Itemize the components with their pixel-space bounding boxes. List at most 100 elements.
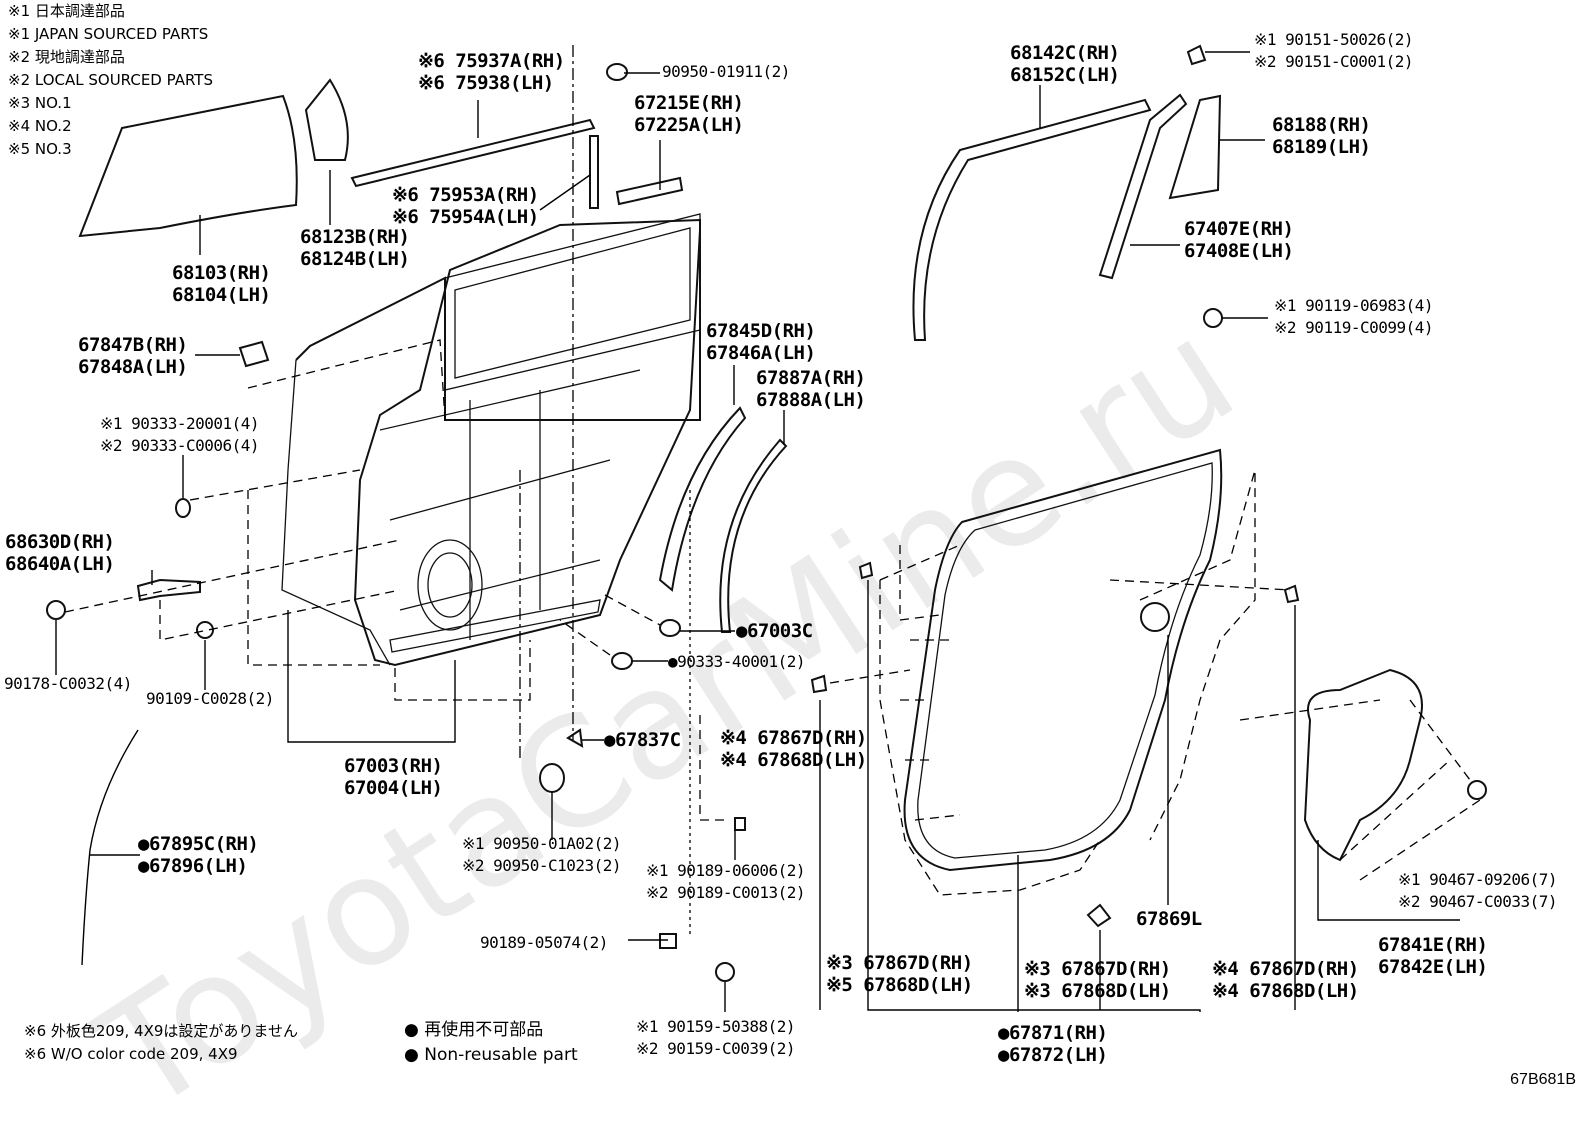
label-68630-rh: 68630D(RH) [5, 531, 115, 553]
label-68188-rh: 68188(RH) [1272, 114, 1371, 136]
legend-non-reusable-en: ● Non-reusable part [404, 1045, 578, 1065]
bolt-90119 [1203, 308, 1223, 328]
label-67867d-s33-lh: ※3 67868D(LH) [1024, 980, 1171, 1002]
plug-90333-40001 [611, 652, 633, 670]
label-90333-40001: ●90333-40001(2) [668, 652, 806, 671]
label-67407-rh: 67407E(RH) [1184, 218, 1294, 240]
figure-id: 67B681B [1510, 1071, 1576, 1088]
note-4: ※4 NO.2 [8, 117, 72, 135]
label-67845-rh: 67845D(RH) [706, 320, 816, 342]
exploded-parts-diagram [46, 44, 1487, 1012]
label-90159-c0039: ※2 90159-C0039(2) [636, 1039, 796, 1058]
label-67837c: ●67837C [604, 729, 681, 751]
label-90950-01a02: ※1 90950-01A02(2) [462, 834, 622, 853]
label-68123-lh: 68124B(LH) [300, 248, 410, 270]
note-5: ※5 NO.3 [8, 140, 72, 158]
label-67847-lh: 67848A(LH) [78, 356, 188, 378]
cushion-67837C [566, 728, 584, 748]
run-channel-bracket [615, 176, 684, 206]
stopper-67003C [659, 619, 681, 637]
label-90151-c0001: ※2 90151-C0001(2) [1254, 52, 1414, 71]
nut-90189 [734, 817, 746, 831]
hole-plug-90333 [175, 498, 191, 518]
clip-67867-top [858, 561, 874, 580]
label-75937-lh: ※6 75938(LH) [418, 72, 554, 94]
label-67845-lh: 67846A(LH) [706, 342, 816, 364]
quarter-glass [304, 78, 349, 161]
run-seal-68142 [912, 98, 1152, 341]
label-90333-20001: ※1 90333-20001(4) [100, 414, 260, 433]
label-75937-rh: ※6 75937A(RH) [418, 50, 565, 72]
nut-90189-05074 [659, 933, 677, 949]
door-weatherstrip-67871 [903, 448, 1223, 872]
label-67867d-s33-rh: ※3 67867D(RH) [1024, 958, 1171, 980]
guide-lines [64, 45, 1481, 935]
bolt-90109 [196, 621, 214, 639]
label-90467-09206: ※1 90467-09206(7) [1398, 870, 1558, 889]
label-67003-rh: 67003(RH) [344, 755, 443, 777]
label-90189-05074: 90189-05074(2) [480, 933, 608, 952]
bolt-90467 [1467, 780, 1487, 800]
label-68123-rh: 68123B(RH) [300, 226, 410, 248]
label-90950-c1023: ※2 90950-C1023(2) [462, 856, 622, 875]
door-panel [281, 213, 701, 667]
label-67895-lh: ●67896(LH) [138, 855, 248, 877]
weatherstrip-67845 [658, 406, 747, 592]
label-90950-01911: 90950-01911(2) [662, 62, 790, 81]
label-90189-c0013: ※2 90189-C0013(2) [646, 883, 806, 902]
label-90159-50388: ※1 90159-50388(2) [636, 1017, 796, 1036]
nut-90178 [46, 600, 66, 620]
wire-67895 [81, 729, 139, 966]
label-67003-lh: 67004(LH) [344, 777, 443, 799]
note-2-en: ※2 LOCAL SOURCED PARTS [8, 71, 213, 89]
label-67867d-top-lh: ※4 67868D(LH) [720, 749, 867, 771]
label-68630-lh: 68640A(LH) [5, 553, 115, 575]
seal-67887 [719, 438, 788, 633]
label-67215-lh: 67225A(LH) [634, 114, 744, 136]
frame-garnish [589, 135, 599, 209]
label-67867d-s3-rh: ※3 67867D(RH) [826, 952, 973, 974]
label-67841-rh: 67841E(RH) [1378, 934, 1488, 956]
label-67003c: ●67003C [736, 620, 813, 642]
regulator-67841 [1303, 668, 1423, 862]
label-90119-c0099: ※2 90119-C0099(4) [1274, 318, 1434, 337]
note-1-en: ※1 JAPAN SOURCED PARTS [8, 25, 209, 43]
note-1-jp: ※1 日本調達部品 [8, 2, 125, 20]
label-67887-rh: 67887A(RH) [756, 367, 866, 389]
label-90178: 90178-C0032(4) [4, 674, 132, 693]
clip-67867-right [1283, 584, 1300, 604]
label-90109: 90109-C0028(2) [146, 689, 274, 708]
grommet-90950 [539, 763, 565, 793]
label-67407-lh: 67408E(LH) [1184, 240, 1294, 262]
clip-67869L [1086, 903, 1112, 928]
label-90119-06983: ※1 90119-06983(4) [1274, 296, 1434, 315]
belt-moulding [350, 118, 596, 188]
label-68188-lh: 68189(LH) [1272, 136, 1371, 158]
clip-67867-mid [810, 674, 828, 694]
note-3: ※3 NO.1 [8, 94, 72, 112]
label-75953-lh: ※6 75954A(LH) [392, 206, 539, 228]
note-2-jp: ※2 現地調達部品 [8, 48, 125, 66]
label-90333-c0006: ※2 90333-C0006(4) [100, 436, 260, 455]
label-67215-rh: 67215E(RH) [634, 92, 744, 114]
screw-90159 [715, 962, 735, 982]
label-67871-lh: ●67872(LH) [998, 1044, 1108, 1066]
label-67867d-top-rh: ※4 67867D(RH) [720, 727, 867, 749]
label-67867d-s3-lh: ※5 67868D(LH) [826, 974, 973, 996]
label-67847-rh: 67847B(RH) [78, 334, 188, 356]
label-67841-lh: 67842E(LH) [1378, 956, 1488, 978]
label-68103-rh: 68103(RH) [172, 262, 271, 284]
clip-67867 [1140, 602, 1170, 632]
label-90189-06006: ※1 90189-06006(2) [646, 861, 806, 880]
label-67895-rh: ●67895C(RH) [138, 833, 259, 855]
bolt-90151 [1186, 44, 1207, 66]
clip-90950-01911 [606, 63, 628, 81]
label-75953-rh: ※6 75953A(RH) [392, 184, 539, 206]
label-90467-c0033: ※2 90467-C0033(7) [1398, 892, 1558, 911]
label-67867d-s44-lh: ※4 67868D(LH) [1212, 980, 1359, 1002]
note-6-jp: ※6 外板色209, 4X9は設定がありません [24, 1022, 298, 1040]
label-68142-lh: 68152C(LH) [1010, 64, 1120, 86]
label-67871-rh: ●67871(RH) [998, 1022, 1108, 1044]
label-90151-50026: ※1 90151-50026(2) [1254, 30, 1414, 49]
door-glass [78, 94, 298, 238]
